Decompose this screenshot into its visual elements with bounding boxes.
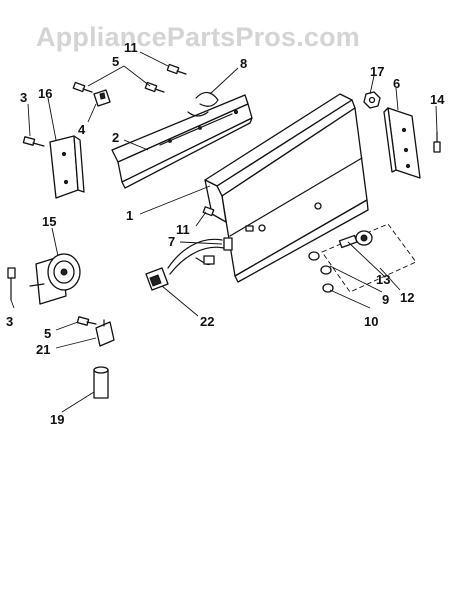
callout-1: 1: [126, 208, 133, 223]
part-11-screw-lower: [202, 206, 215, 217]
part-16-end-bracket: [49, 135, 85, 199]
callout-17: 17: [370, 64, 384, 79]
callout-19: 19: [50, 412, 64, 427]
part-4-clip: [93, 89, 111, 107]
part-6-end-bracket: [383, 107, 421, 179]
part-21-clip: [95, 319, 115, 347]
part-3-screw-lower: [7, 267, 16, 301]
callout-3-lower: 3: [6, 314, 13, 329]
part-13-switch: [338, 230, 373, 249]
callout-8: 8: [240, 56, 247, 71]
part-2-bracket: [111, 94, 253, 189]
part-9-spacer: [308, 251, 332, 275]
callout-4: 4: [78, 122, 86, 137]
callout-5-lower: 5: [44, 326, 51, 341]
part-8-wire-tie: [187, 91, 219, 117]
part-7-harness: [167, 237, 233, 275]
part-1-control-panel: [204, 93, 369, 283]
part-5-screw-top-a: [72, 81, 93, 93]
callout-21: 21: [36, 342, 50, 357]
callout-numbers: 11 5 8 3 16 4 2 1 11 7 17 6 14 15 13 9 1…: [6, 40, 445, 427]
part-17-nut: [363, 91, 381, 109]
part-15-timer: [29, 253, 81, 305]
part-11-screw-top: [166, 63, 187, 75]
callout-16: 16: [38, 86, 52, 101]
callout-22: 22: [200, 314, 214, 329]
watermark: AppliancePartsPros.com: [36, 22, 360, 52]
callout-12: 12: [400, 290, 414, 305]
callout-11-lower: 11: [176, 222, 190, 237]
callout-11-top: 11: [124, 40, 138, 55]
callout-2: 2: [112, 130, 119, 145]
callout-13: 13: [376, 272, 390, 287]
part-3-screw-top: [22, 136, 45, 147]
part-22-plug: [145, 267, 169, 291]
callout-7: 7: [168, 234, 175, 249]
callout-15: 15: [42, 214, 56, 229]
callout-9: 9: [382, 292, 389, 307]
callout-5-top: 5: [112, 54, 119, 69]
callout-3-top: 3: [20, 90, 27, 105]
callout-14: 14: [430, 92, 445, 107]
part-14-screw: [433, 131, 441, 153]
part-19-sleeve: [93, 366, 109, 399]
leader-lines: [10, 51, 438, 413]
part-12-switch-assembly: [321, 223, 417, 293]
callout-10: 10: [364, 314, 378, 329]
part-5-screw-lower: [76, 316, 97, 326]
callout-6: 6: [393, 76, 400, 91]
part-5-screw-top-b: [144, 81, 165, 93]
